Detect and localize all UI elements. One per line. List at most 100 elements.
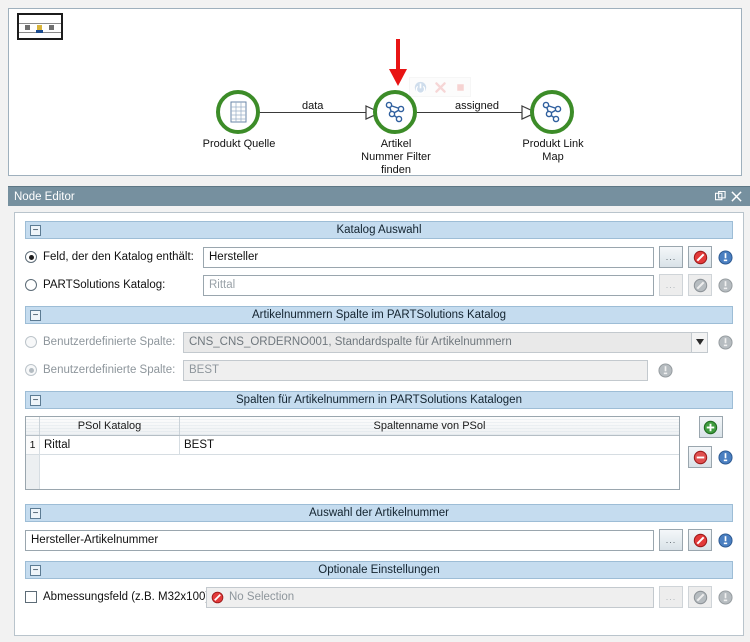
radio-standardspalte (25, 336, 37, 348)
row-standardspalte: Benutzerdefinierte Spalte: CNS_CNS_ORDER… (25, 331, 733, 353)
graph-node-produkt-link-map[interactable]: Produkt Link Map (522, 90, 584, 163)
clear-button-partsolutions-katalog (688, 274, 712, 296)
section-header-katalog-auswahl[interactable]: − Katalog Auswahl (25, 221, 733, 239)
label-benutzerdefinierte-spalte: Benutzerdefinierte Spalte: (43, 364, 176, 376)
section-title: Katalog Auswahl (336, 224, 422, 236)
table-header-index (26, 417, 40, 435)
section-title: Optionale Einstellungen (318, 564, 440, 576)
chevron-down-icon[interactable] (691, 332, 707, 352)
no-entry-icon (693, 590, 707, 604)
browse-label: ... (665, 252, 677, 262)
table-side-buttons (688, 416, 733, 468)
collapse-icon[interactable]: − (30, 507, 41, 519)
node-label: Produkt Link Map (522, 138, 584, 163)
node-editor-body: − Katalog Auswahl Feld, der den Katalog … (8, 206, 750, 642)
stop-icon[interactable] (453, 80, 468, 95)
thumbnail-node (25, 25, 30, 30)
info-icon (658, 362, 673, 378)
row-feld-katalog: Feld, der den Katalog enthält: Herstelle… (25, 246, 733, 268)
dropdown-value: CNS_CNS_ORDERNO001, Standardspalte für A… (189, 336, 512, 348)
row-abmessungsfeld: Abmessungsfeld (z.B. M32x100): No Select… (25, 586, 733, 608)
label-standardspalte: Benutzerdefinierte Spalte: (43, 336, 176, 348)
row-auswahl-artikelnummer: Hersteller-Artikelnummer ... (25, 529, 733, 551)
node-ring (373, 90, 417, 134)
float-icon[interactable] (712, 189, 728, 205)
clear-button-abmessungsfeld (688, 586, 712, 608)
collapse-icon[interactable]: − (30, 309, 41, 321)
section-header-artikelnummern-spalte[interactable]: − Artikelnummern Spalte im PARTSolutions… (25, 306, 733, 324)
clear-button-feld-katalog[interactable] (688, 246, 712, 268)
thumbnail-node (37, 25, 42, 30)
info-icon[interactable] (718, 249, 733, 265)
node-label: Produkt Quelle (202, 138, 276, 150)
label-partsolutions-katalog: PARTSolutions Katalog: (43, 279, 166, 291)
remove-button[interactable] (688, 446, 712, 468)
edge-arrowhead (521, 105, 537, 120)
info-icon[interactable] (718, 532, 733, 548)
section-header-spalten-katalogen[interactable]: − Spalten für Artikelnummern in PARTSolu… (25, 391, 733, 409)
table-header-row: PSol Katalog Spaltenname von PSol (26, 417, 679, 436)
input-auswahl-artikelnummer[interactable]: Hersteller-Artikelnummer (25, 529, 654, 551)
graph-node-artikel-nummer-filter-finden[interactable]: Artikel Nummer Filter finden (361, 88, 431, 176)
no-entry-icon (693, 533, 707, 547)
info-icon (718, 589, 733, 605)
info-icon (718, 334, 733, 350)
checkbox-abmessungsfeld[interactable] (25, 591, 37, 603)
execute-icon[interactable] (413, 80, 428, 95)
node-graph-icon (380, 97, 410, 127)
browse-button-feld-katalog[interactable]: ... (659, 246, 683, 268)
browse-label: ... (665, 592, 677, 602)
browse-button-abmessungsfeld: ... (659, 586, 683, 608)
graph-canvas[interactable]: data assigned Produkt Quelle (8, 8, 742, 176)
close-icon[interactable] (728, 189, 744, 205)
edge-data-line (259, 112, 371, 113)
table-header-spaltenname[interactable]: Spaltenname von PSol (180, 417, 679, 435)
collapse-icon[interactable]: − (30, 564, 41, 576)
input-abmessungsfeld-value: No Selection (229, 591, 295, 603)
table-gutter (26, 455, 40, 489)
cell-psol-katalog[interactable]: Rittal (40, 436, 180, 454)
dropdown-standardspalte[interactable]: CNS_CNS_ORDERNO001, Standardspalte für A… (183, 331, 708, 353)
cancel-icon[interactable] (433, 80, 448, 95)
section-header-auswahl-artikelnummer[interactable]: − Auswahl der Artikelnummer (25, 504, 733, 522)
input-partsolutions-katalog[interactable]: Rittal (203, 274, 654, 296)
graph-node-produkt-quelle[interactable]: Produkt Quelle (203, 90, 275, 150)
table-empty-area (26, 455, 679, 489)
collapse-icon[interactable]: − (30, 394, 41, 406)
input-feld-katalog[interactable]: Hersteller (203, 246, 654, 268)
table-header-psol-katalog[interactable]: PSol Katalog (40, 417, 180, 435)
node-mini-toolbar[interactable] (409, 77, 471, 97)
radio-partsolutions-katalog[interactable] (25, 279, 37, 291)
browse-button-auswahl-artikelnummer[interactable]: ... (659, 529, 683, 551)
node-editor-content: − Katalog Auswahl Feld, der den Katalog … (14, 212, 744, 636)
table-row[interactable]: 1 Rittal BEST (26, 436, 679, 455)
no-entry-icon (211, 591, 224, 604)
thumbnail-line (19, 23, 61, 24)
collapse-icon[interactable]: − (30, 224, 41, 236)
browse-button-partsolutions-katalog: ... (659, 274, 683, 296)
edge-label-data: data (299, 100, 327, 112)
thumbnail-marker (36, 30, 43, 33)
node-graph-icon (537, 97, 567, 127)
row-index: 1 (26, 436, 40, 454)
section-title: Spalten für Artikelnummern in PARTSoluti… (236, 394, 522, 406)
row-benutzerdefinierte-spalte: Benutzerdefinierte Spalte: BEST (25, 359, 733, 381)
add-icon (703, 420, 718, 434)
table-grid-icon (223, 97, 253, 127)
graph-overview-thumbnail[interactable] (17, 13, 63, 40)
radio-benutzerdefinierte-spalte (25, 364, 37, 376)
node-label: Artikel Nummer Filter finden (361, 138, 431, 176)
cell-spaltenname[interactable]: BEST (184, 439, 215, 451)
psol-katalog-table[interactable]: PSol Katalog Spaltenname von PSol 1 Ritt… (25, 416, 680, 490)
section-header-optionale-einstellungen[interactable]: − Optionale Einstellungen (25, 561, 733, 579)
label-abmessungsfeld: Abmessungsfeld (z.B. M32x100): (43, 591, 213, 603)
add-button[interactable] (698, 416, 723, 438)
thumbnail-node (49, 25, 54, 30)
info-icon[interactable] (718, 449, 733, 465)
input-abmessungsfeld: No Selection (206, 586, 654, 608)
input-benutzerdefinierte-spalte: BEST (183, 359, 648, 381)
radio-feld-katalog[interactable] (25, 251, 37, 263)
annotation-red-arrow (387, 39, 409, 90)
clear-button-auswahl-artikelnummer[interactable] (688, 529, 712, 551)
remove-icon (693, 450, 707, 464)
